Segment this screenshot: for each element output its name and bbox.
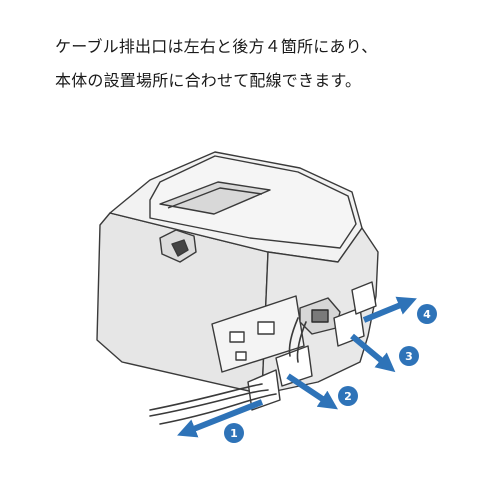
outlet-badge-4: 4 xyxy=(417,304,437,324)
caption: ケーブル排出口は左右と後方４箇所にあり、 本体の設置場所に合わせて配線できます。 xyxy=(55,30,475,98)
outlet-rear xyxy=(351,281,377,315)
port-c xyxy=(235,351,247,361)
outlet-badge-1: 1 xyxy=(224,423,244,443)
arrow-4 xyxy=(362,296,417,323)
caption-line-2: 本体の設置場所に合わせて配線できます。 xyxy=(55,71,362,90)
port-b xyxy=(257,321,275,335)
arrow-2 xyxy=(286,373,338,410)
arrow-1 xyxy=(177,399,264,438)
badge-2-label: 2 xyxy=(344,390,352,403)
badge-1-label: 1 xyxy=(230,427,238,440)
outlet-badge-3: 3 xyxy=(399,346,419,366)
badge-4-label: 4 xyxy=(423,308,431,321)
caption-line-1: ケーブル排出口は左右と後方４箇所にあり、 xyxy=(55,37,378,56)
printer xyxy=(96,151,379,411)
arrow-3 xyxy=(350,333,396,373)
paper-slot xyxy=(159,181,271,215)
badge-3-label: 3 xyxy=(405,350,413,363)
direction-arrows xyxy=(177,296,417,438)
printer-cover xyxy=(149,155,357,249)
outlet-badge-2: 2 xyxy=(338,386,358,406)
port-a xyxy=(229,331,245,343)
